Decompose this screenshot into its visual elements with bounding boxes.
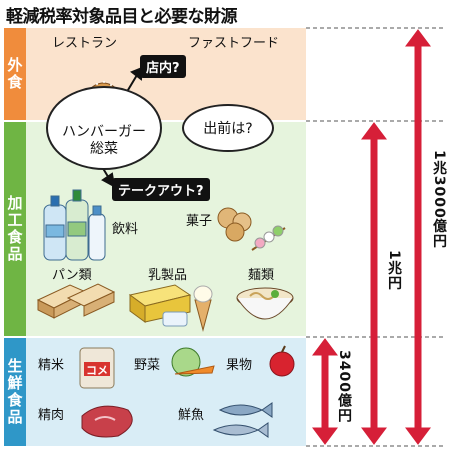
vegetable-icon [171,347,215,377]
tennai-label: 店内? [140,55,186,78]
kome-label: コメ [86,364,108,377]
nyu-label: 乳製品 [148,268,188,283]
section-char: 外 [7,56,23,74]
drink-bottles-icon [43,189,106,261]
takeout-label: テークアウト? [112,178,210,201]
section-gaishoku-label: 外 食 [4,28,26,120]
yasai-label: 野菜 [134,358,161,373]
demae-bubble: 出前は? [182,104,274,152]
bubble-line2: 総菜 [90,141,118,157]
section-char: 食 [7,73,23,91]
meat-icon [81,405,133,438]
bread-icon [36,283,116,319]
fish-icon [212,402,273,438]
demae-label: 出前は? [203,121,253,137]
hamburger-bubble: ハンバーガー 総菜 [46,86,162,170]
kudamono-label: 果物 [226,358,253,373]
section-char: 生 [7,357,23,375]
section-char: 品 [7,408,23,426]
apple-icon [269,345,295,377]
budget-mid-label: 1兆円 [386,250,402,291]
fastfood-label: ファストフード [188,36,280,51]
seiniku-label: 精肉 [38,408,65,423]
section-char: 品 [7,245,23,263]
section-kako-label: 加 工 食 品 [4,122,26,336]
page-title: 軽減税率対象品目と必要な財源 [6,7,238,27]
inryo-label: 飲料 [112,222,139,237]
budget-arrows [312,29,431,445]
section-char: 食 [7,391,23,409]
dairy-icon [128,284,213,332]
sweets-icon [217,207,286,251]
section-seisen-band [4,338,306,446]
men-label: 麺類 [248,268,275,283]
section-char: 鮮 [7,374,23,392]
rice-bag-icon [79,347,115,389]
noodle-bowl-icon [236,287,294,320]
kashi-label: 菓子 [186,214,213,229]
bubble-line1: ハンバーガー [62,124,146,140]
pan-label: パン類 [52,268,92,283]
section-char: 食 [7,228,23,246]
sengyo-label: 鮮魚 [178,408,205,423]
seimai-label: 精米 [38,358,65,373]
section-seisen-label: 生 鮮 食 品 [4,338,26,446]
section-char: 工 [7,211,23,229]
section-char: 加 [7,194,23,212]
budget-small-label: 3400億円 [336,350,352,423]
budget-large-label: 1兆3000億円 [431,150,447,249]
restaurant-label: レストラン [52,36,118,51]
